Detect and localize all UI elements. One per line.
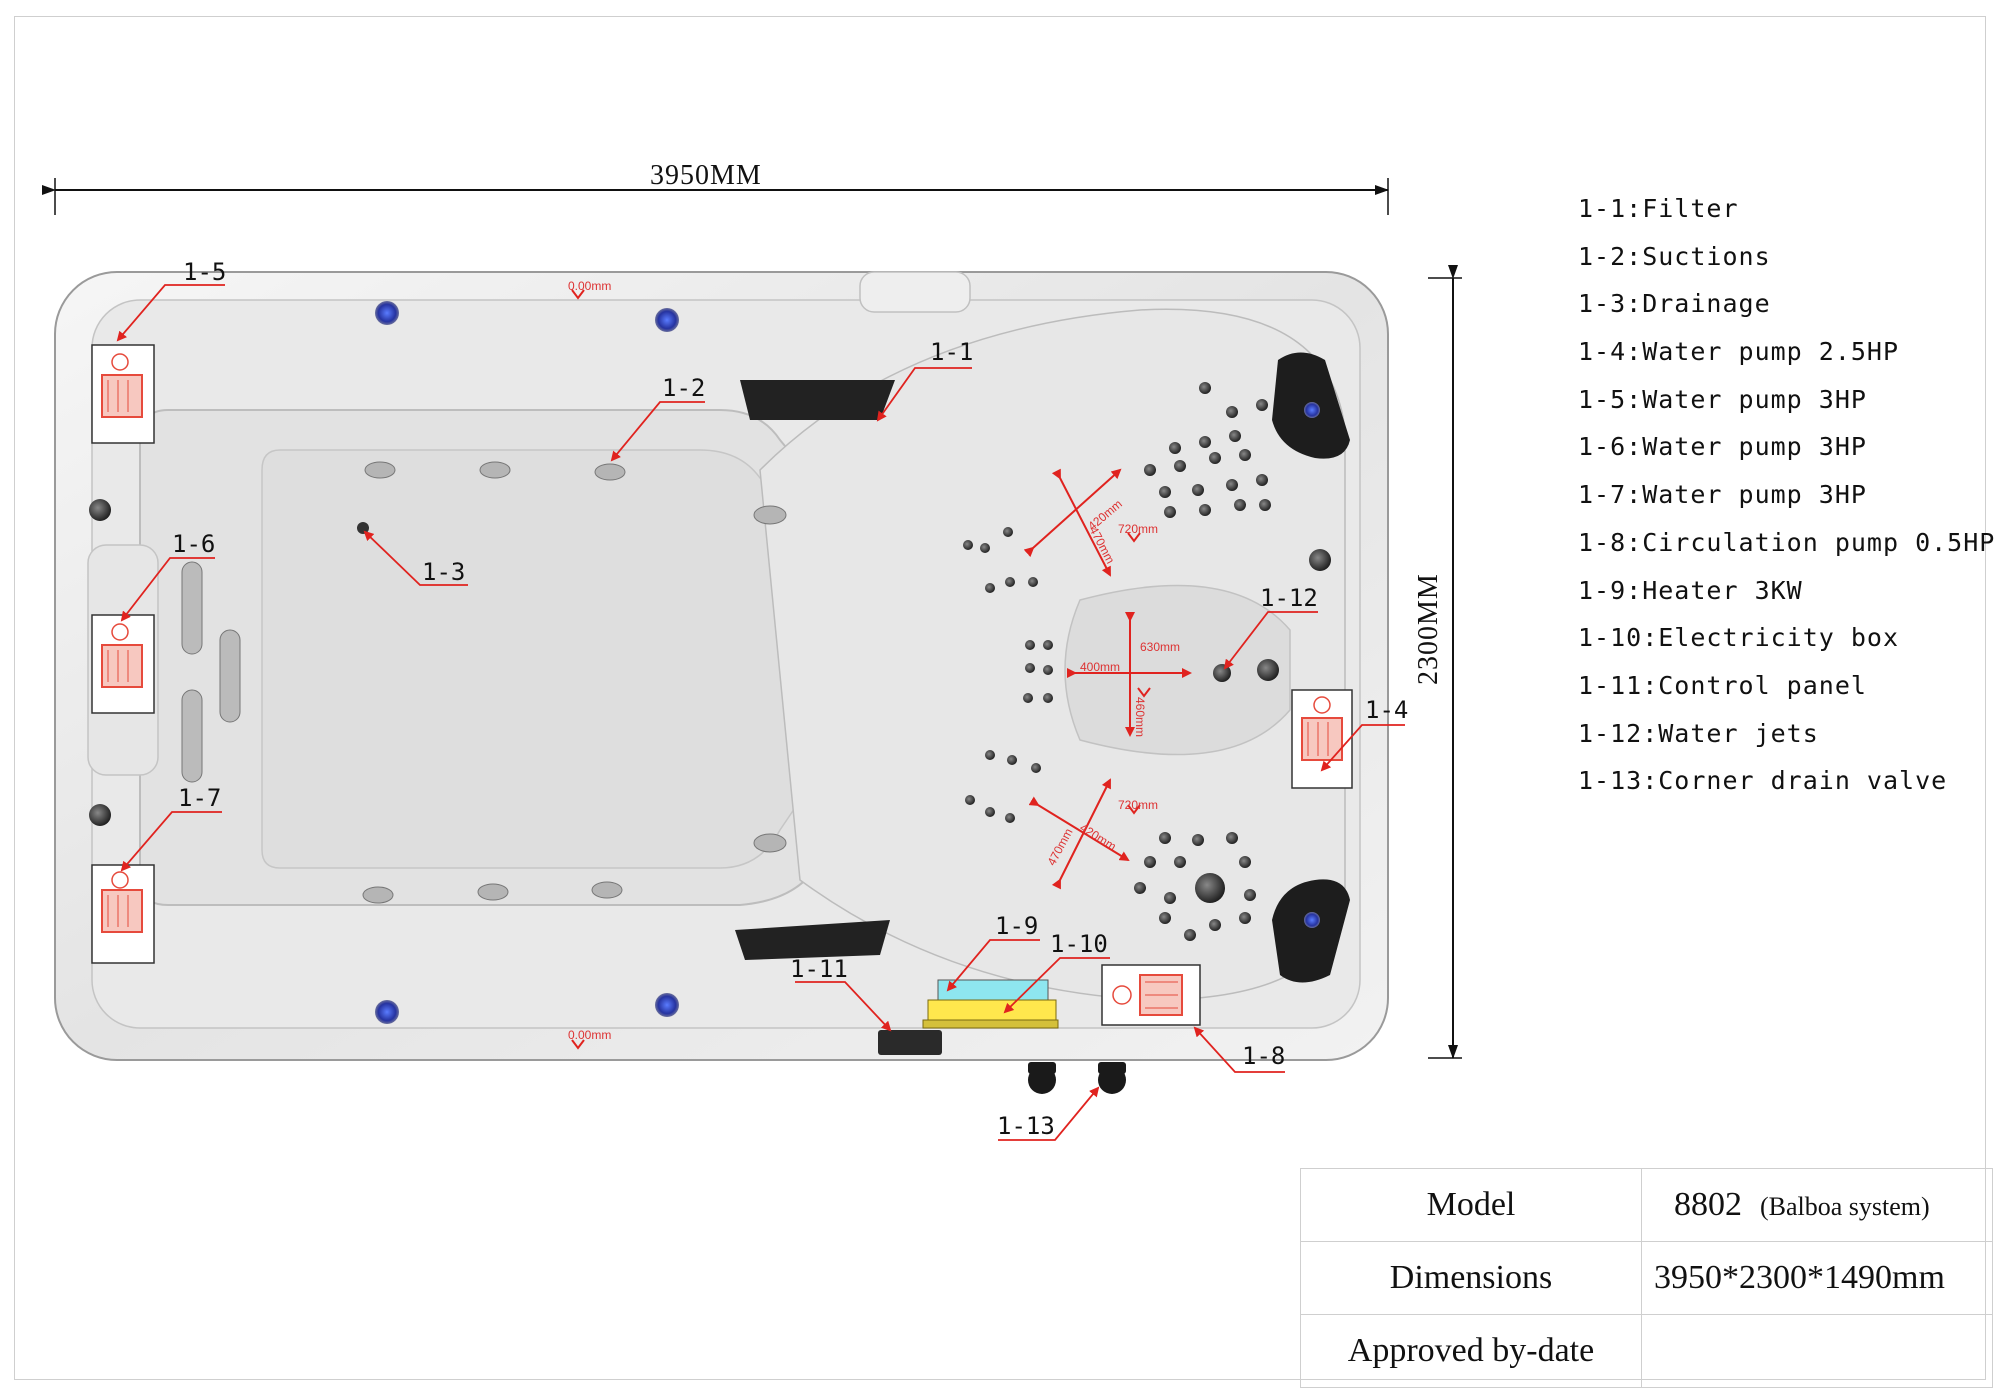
dimensions-value: 3950*2300*1490mm [1641,1241,1993,1315]
component-legend: 1-1:Filter 1-2:Suctions 1-3:Drainage 1-4… [1578,190,1995,810]
callout-1-7: 1-7 [178,784,222,812]
legend-item: 1-7:Water pump 3HP [1578,480,1867,510]
pump-box-1-7 [91,864,155,964]
model-value: 8802 [1674,1186,1742,1223]
callout-1-3: 1-3 [422,558,466,586]
spec-row-dimensions: Dimensions 3950*2300*1490mm [1300,1241,1993,1315]
pump-box-1-5 [91,344,155,444]
legend-item: 1-9:Heater 3KW [1578,575,1803,605]
callout-1-2: 1-2 [662,374,706,402]
legend-item: 1-8:Circulation pump 0.5HP [1578,527,1996,557]
model-label: Model [1300,1168,1642,1242]
callout-1-9: 1-9 [995,912,1039,940]
legend-item: 1-12:Water jets [1578,718,1819,748]
legend-item: 1-1:Filter [1578,194,1739,223]
callout-1-6: 1-6 [172,530,216,558]
callout-1-12: 1-12 [1260,584,1318,612]
drawing-frame [14,16,1986,1380]
spec-row-approved: Approved by-date [1300,1314,1993,1388]
callout-1-1: 1-1 [930,338,974,366]
seat-dim-lower-1: 720mm [1118,798,1159,812]
spec-table: Model 8802 (Balboa system) Dimensions 395… [1300,1168,1993,1388]
legend-item: 1-13:Corner drain valve [1578,766,1948,796]
callout-1-5: 1-5 [183,258,227,286]
depth-mark-top: 0.00mm [568,279,612,293]
legend-item: 1-6:Water pump 3HP [1578,432,1867,462]
approved-value[interactable] [1641,1314,1993,1388]
approved-label: Approved by-date [1300,1314,1642,1388]
callout-1-8: 1-8 [1242,1042,1286,1070]
legend-item: 1-5:Water pump 3HP [1578,384,1867,414]
seat-dim-upper-3: 720mm [1118,522,1159,536]
legend-item: 1-3:Drainage [1578,289,1771,319]
length-dimension-label: 3950MM [650,160,762,191]
callout-leaders [116,284,1405,1141]
legend-item: 1-10:Electricity box [1578,623,1900,653]
legend-item: 1-2:Suctions [1578,241,1771,271]
model-value-cell: 8802 (Balboa system) [1641,1168,1993,1242]
pump-box-1-8 [1101,964,1201,1026]
seat-dimension-arrows [571,289,1192,1050]
callout-1-13: 1-13 [997,1112,1055,1140]
dimensions-label: Dimensions [1300,1241,1642,1315]
width-dimension [1428,265,1462,1059]
legend-item: 1-11:Control panel [1578,670,1867,700]
seat-dim-middle-2: 630mm [1140,640,1181,654]
pump-box-1-4 [1291,689,1353,789]
length-dimension [42,178,1389,215]
seat-dim-middle-1: 400mm [1080,660,1121,674]
depth-mark-bottom: 0.00mm [568,1028,612,1042]
legend-item: 1-4:Water pump 2.5HP [1578,337,1900,367]
callout-1-4: 1-4 [1365,696,1409,724]
callout-1-10: 1-10 [1050,930,1108,958]
callout-1-11: 1-11 [790,955,848,983]
seat-dim-middle-3: 460mm [1133,696,1148,738]
width-dimension-label: 2300MM [1413,573,1444,685]
pump-box-1-6 [91,614,155,714]
model-note: (Balboa system) [1760,1192,1930,1221]
spec-row-model: Model 8802 (Balboa system) [1300,1168,1993,1242]
